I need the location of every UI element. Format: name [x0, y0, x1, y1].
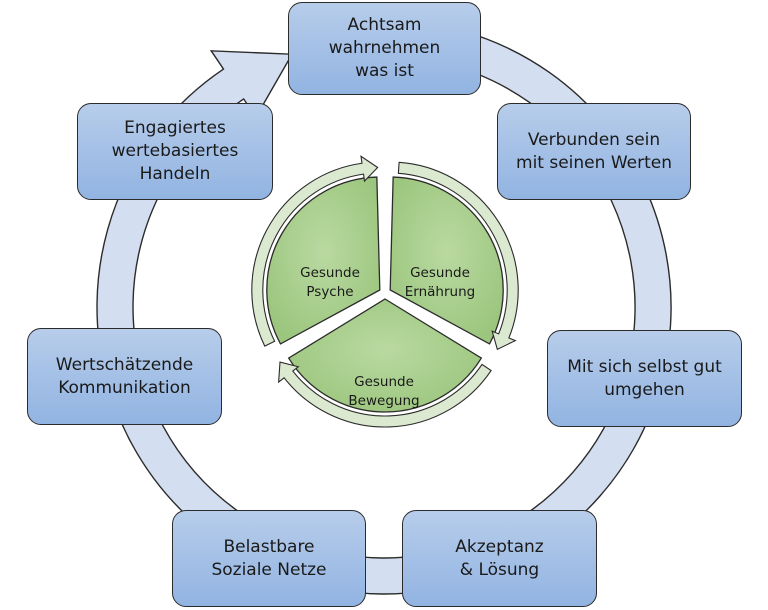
- step-belastbare: Belastbare Soziale Netze: [172, 510, 366, 607]
- inner-cycle: [251, 155, 519, 428]
- segment-psyche-arrow: [251, 155, 379, 347]
- step-achtsam: Achtsam wahrnehmen was ist: [288, 2, 481, 95]
- segment-bewegung-label: Gesunde Bewegung: [348, 374, 420, 409]
- step-wertschaetzende: Wertschätzende Kommunikation: [27, 328, 222, 425]
- step-engagiertes: Engagiertes wertebasiertes Handeln: [77, 103, 273, 200]
- step-verbunden: Verbunden sein mit seinen Werten: [497, 103, 691, 200]
- segment-psyche-label: Gesunde Psyche: [300, 265, 360, 300]
- step-mit-sich: Mit sich selbst gut umgehen: [547, 330, 742, 427]
- segment-bewegung: [287, 298, 483, 413]
- segment-ernaehrung: [389, 176, 504, 345]
- segment-psyche: [266, 176, 381, 345]
- segment-ernaehrung-label: Gesunde Ernährung: [404, 265, 476, 300]
- segment-ernaehrung-arrow: [397, 161, 519, 351]
- segment-bewegung-arrow: [277, 361, 492, 428]
- step-akzeptanz: Akzeptanz & Lösung: [402, 510, 597, 607]
